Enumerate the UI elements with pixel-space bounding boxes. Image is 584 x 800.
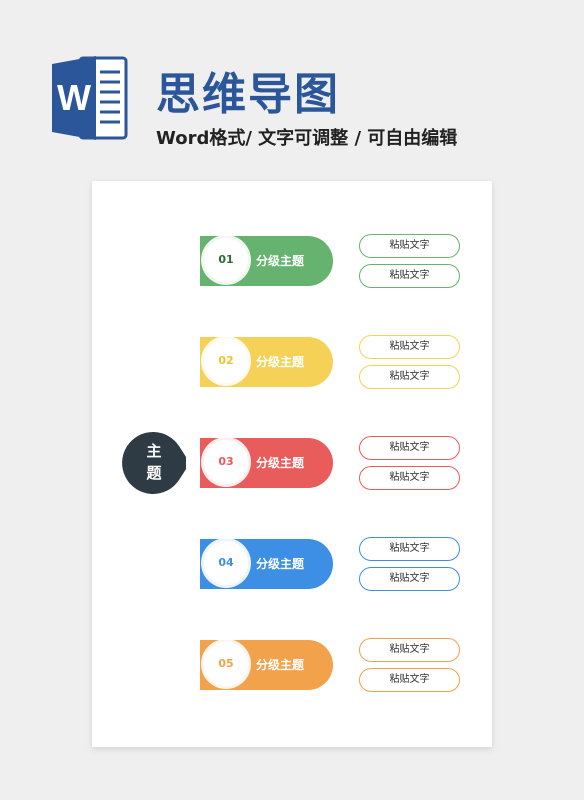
branch-label: 分级主题	[256, 557, 305, 571]
main-topic-bubble	[122, 431, 186, 494]
leaf-05-a: 粘贴文字	[359, 638, 460, 662]
leaf-05-b: 粘贴文字	[359, 668, 460, 692]
branch-number: 05	[218, 657, 234, 670]
word-logo-icon: W	[52, 56, 128, 140]
branch-label: 分级主题	[256, 456, 305, 470]
branch-number: 03	[218, 455, 234, 468]
leaf-01-a: 粘贴文字	[359, 234, 460, 258]
branch-number-circle	[204, 440, 248, 484]
branch-number-circle	[204, 642, 248, 686]
branch-number-circle	[204, 238, 248, 282]
main-topic-line1: 主	[146, 442, 162, 460]
branch-number: 04	[218, 556, 234, 569]
leaf-02-a: 粘贴文字	[359, 335, 460, 359]
leaf-03-b: 粘贴文字	[359, 466, 460, 490]
branch-04: 04 分级主题	[200, 539, 333, 589]
branch-label: 分级主题	[256, 254, 305, 268]
word-logo-letter: W	[57, 77, 91, 118]
branch-number-circle	[204, 541, 248, 585]
leaf-04-a: 粘贴文字	[359, 537, 460, 561]
branch-number-circle	[204, 339, 248, 383]
main-topic-label: 主 题	[122, 440, 186, 484]
branch-01: 01 分级主题	[200, 236, 333, 286]
branch-label: 分级主题	[256, 658, 305, 672]
branch-label: 分级主题	[256, 355, 305, 369]
header: W 思维导图 Word格式/ 文字可调整 / 可自由编辑	[0, 0, 584, 170]
branch-number: 02	[218, 354, 234, 367]
branch-02: 02 分级主题	[200, 337, 333, 387]
branch-number: 01	[218, 253, 234, 266]
main-topic-line2: 题	[146, 464, 162, 482]
leaf-04-b: 粘贴文字	[359, 567, 460, 591]
branch-05: 05 分级主题	[200, 640, 333, 690]
page-subtitle: Word格式/ 文字可调整 / 可自由编辑	[156, 128, 458, 149]
leaf-02-b: 粘贴文字	[359, 365, 460, 389]
leaf-01-b: 粘贴文字	[359, 264, 460, 288]
page-title: 思维导图	[156, 69, 340, 120]
leaf-03-a: 粘贴文字	[359, 436, 460, 460]
branch-03: 03 分级主题	[200, 438, 333, 488]
